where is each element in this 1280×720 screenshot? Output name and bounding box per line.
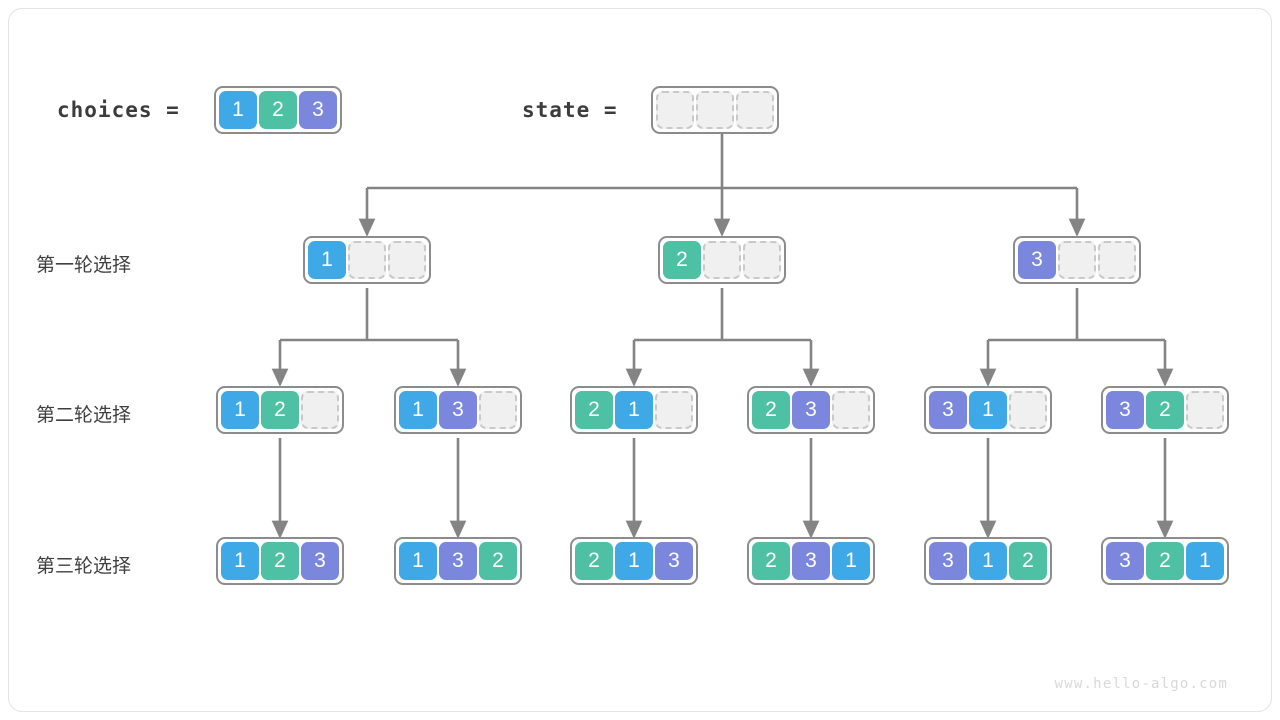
cell-empty (736, 91, 774, 129)
cell-value-3: 3 (929, 391, 967, 429)
cell-value-3: 3 (929, 542, 967, 580)
cell-value-3: 3 (439, 391, 477, 429)
cell-value-2: 2 (1146, 391, 1184, 429)
cell-value-2: 2 (261, 542, 299, 580)
cell-empty (1058, 241, 1096, 279)
state-array-r1-g3: 3 (1013, 236, 1141, 284)
state-array-r1-g2: 2 (658, 236, 786, 284)
cell-value-1: 1 (615, 542, 653, 580)
state-array (651, 86, 779, 134)
row-label-round-1: 第一轮选择 (36, 255, 132, 276)
cell-value-3: 3 (301, 542, 339, 580)
cell-empty (388, 241, 426, 279)
cell-value-2: 2 (479, 542, 517, 580)
cell-value-1: 1 (399, 391, 437, 429)
cell-empty (1009, 391, 1047, 429)
state-label: state = (522, 98, 618, 122)
choices-label: choices = (57, 98, 180, 122)
cell-value-2: 2 (663, 241, 701, 279)
cell-value-2: 2 (1146, 542, 1184, 580)
cell-empty (301, 391, 339, 429)
cell-value-3: 3 (1106, 542, 1144, 580)
cell-value-3: 3 (792, 542, 830, 580)
row-label-round-3: 第三轮选择 (36, 556, 132, 577)
cell-value-3: 3 (439, 542, 477, 580)
cell-value-2: 2 (752, 391, 790, 429)
cell-value-3: 3 (299, 91, 337, 129)
cell-empty (832, 391, 870, 429)
cell-value-2: 2 (575, 542, 613, 580)
cell-value-1: 1 (1186, 542, 1224, 580)
cell-empty (696, 91, 734, 129)
cell-empty (655, 391, 693, 429)
state-array-r1-g1: 1 (303, 236, 431, 284)
cell-value-2: 2 (752, 542, 790, 580)
cell-value-2: 2 (259, 91, 297, 129)
cell-empty (1186, 391, 1224, 429)
cell-empty (1098, 241, 1136, 279)
cell-value-2: 2 (1009, 542, 1047, 580)
cell-empty (656, 91, 694, 129)
watermark: www.hello-algo.com (1054, 676, 1228, 692)
cell-value-3: 3 (1018, 241, 1056, 279)
cell-value-1: 1 (221, 391, 259, 429)
cell-empty (743, 241, 781, 279)
cell-value-1: 1 (615, 391, 653, 429)
cell-empty (479, 391, 517, 429)
cell-value-2: 2 (575, 391, 613, 429)
cell-value-1: 1 (399, 542, 437, 580)
cell-value-3: 3 (1106, 391, 1144, 429)
cell-value-3: 3 (792, 391, 830, 429)
cell-empty (703, 241, 741, 279)
cell-value-1: 1 (832, 542, 870, 580)
cell-value-1: 1 (969, 391, 1007, 429)
cell-value-3: 3 (655, 542, 693, 580)
cell-value-1: 1 (969, 542, 1007, 580)
cell-value-1: 1 (221, 542, 259, 580)
row-label-round-2: 第二轮选择 (36, 405, 132, 426)
cell-value-1: 1 (219, 91, 257, 129)
cell-value-1: 1 (308, 241, 346, 279)
cell-value-2: 2 (261, 391, 299, 429)
diagram-frame (8, 8, 1272, 712)
cell-empty (348, 241, 386, 279)
